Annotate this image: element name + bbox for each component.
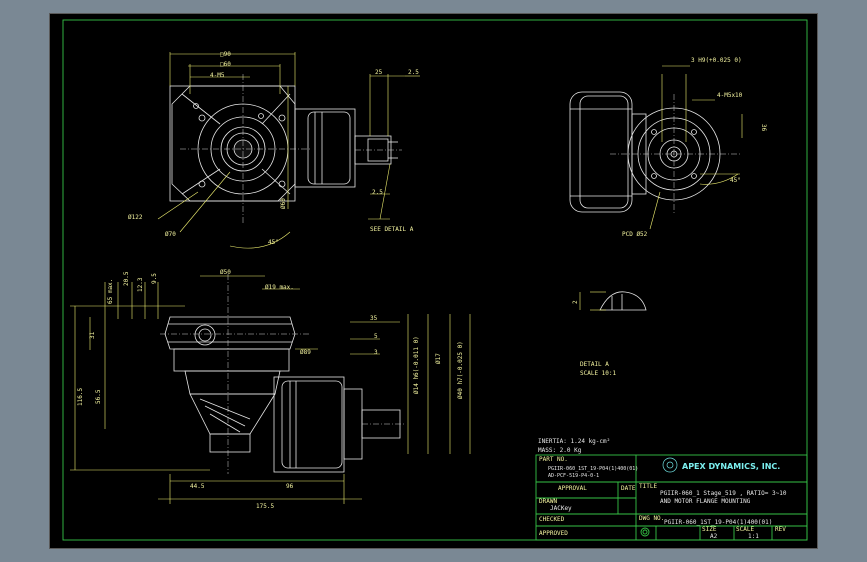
- detail-label: DETAIL A: [580, 361, 609, 368]
- dim-d89: Ø89: [300, 349, 311, 356]
- drawing-border: [62, 19, 808, 541]
- dim-w25a: 25: [375, 69, 383, 76]
- dim-l1755: 175.5: [256, 503, 274, 510]
- spec-mass: MASS: 2.0 Kg: [538, 447, 582, 454]
- dim-d50: Ø50: [220, 269, 231, 276]
- tb-drawn-value: JACKey: [550, 505, 572, 512]
- dim-h31: 31: [89, 331, 96, 339]
- tb-dwg-label: DWG NO.: [639, 515, 664, 522]
- tb-size-value: A2: [710, 533, 718, 540]
- dim-l3: 3: [374, 349, 378, 356]
- dim-d40: Ø40 h7(-0.025 0): [457, 341, 464, 399]
- tb-rev-label: REV: [775, 526, 786, 533]
- cad-drawing: □90 □60 4-M5 Ø122 Ø70 Ø60 45° 25 2.5 2.5…: [62, 19, 808, 541]
- tb-part-no-label: PART NO.: [539, 456, 568, 463]
- tb-company: APEX DYNAMICS, INC.: [682, 462, 780, 471]
- front-view: □90 □60 4-M5 Ø122 Ø70 Ø60 45° 25 2.5 2.5…: [128, 51, 420, 249]
- dim-sq90: □90: [220, 51, 231, 58]
- tb-dwg-no: PGIIR-060_1ST_19-P04(1)400(01): [664, 519, 772, 526]
- dim-motor-holes: 4-M5x10: [717, 92, 743, 99]
- dim-w25c: 2.5: [372, 189, 383, 196]
- dim-pcd: PCD Ø52: [622, 231, 648, 238]
- dim-angle45-side: 45°: [730, 177, 741, 184]
- dim-angle45-front: 45°: [268, 239, 279, 246]
- title-block: PART NO. PGIIR-060_1ST_19-P04(1)400(01) …: [535, 454, 808, 541]
- dim-h205: 20.5: [123, 271, 130, 286]
- tb-part-no-line2: AD-PCF-519-P4-0-1: [548, 473, 599, 479]
- tb-title-line2: AND MOTOR FLANGE MOUNTING: [660, 498, 751, 505]
- dim-d122: Ø122: [128, 214, 143, 221]
- tb-scale-value: 1:1: [748, 533, 759, 540]
- tb-size-label: SIZE: [702, 526, 717, 533]
- detail-a: 2 DETAIL A SCALE 10:1: [572, 291, 647, 377]
- dim-l445: 44.5: [190, 483, 205, 490]
- tb-drawn-label: DRAWN: [539, 498, 557, 505]
- dim-w25b: 2.5: [408, 69, 419, 76]
- dim-d14: Ø14 h6(-0.011 0): [413, 336, 420, 394]
- tb-approved-label: APPROVED: [539, 530, 568, 537]
- detail-dim-h: 2: [572, 300, 579, 304]
- dim-d17: Ø17: [435, 353, 442, 364]
- dim-h95: 9.5: [151, 273, 158, 284]
- dim-h65max: 65 max.: [107, 279, 114, 304]
- right-view: 3 H9(+0.025 0) 4-M5x10 36 45° PCD Ø52: [569, 57, 767, 238]
- spec-inertia: INERTIA: 1.24 kg-cm²: [538, 438, 610, 445]
- dim-h565: 56.5: [95, 389, 102, 404]
- dim-sq60: □60: [220, 61, 231, 68]
- dim-h1165: 116.5: [77, 388, 84, 406]
- see-detail-a: SEE DETAIL A: [370, 226, 414, 233]
- tb-title-line1: PGIIR-060_1 Stage_519 , RATIO= 3~10: [660, 490, 787, 497]
- tb-title-label: TITLE: [639, 483, 657, 490]
- dim-tap-holes: 4-M5: [210, 72, 225, 79]
- tb-scale-label: SCALE: [736, 526, 754, 533]
- dim-h123: 12.3: [137, 277, 144, 292]
- dim-d60: Ø60: [280, 198, 287, 209]
- detail-scale: SCALE 10:1: [580, 370, 617, 377]
- dim-d70: Ø70: [165, 231, 176, 238]
- dim-d19max: Ø19 max.: [265, 284, 294, 291]
- dim-key-top: 3 H9(+0.025 0): [691, 57, 742, 64]
- tb-checked-label: CHECKED: [539, 516, 565, 523]
- drawing-sheet: □90 □60 4-M5 Ø122 Ø70 Ø60 45° 25 2.5 2.5…: [49, 13, 818, 549]
- section-view: 116.5 31 56.5 65 max. 20.5 12.3 9.5 Ø50 …: [70, 269, 471, 510]
- tb-part-no-line1: PGIIR-060_1ST_19-P04(1)400(01): [548, 466, 638, 472]
- tb-approval-label: APPROVAL: [558, 485, 587, 492]
- dim-l35: 35: [370, 315, 378, 322]
- dim-l96: 96: [286, 483, 294, 490]
- dim-h36: 36: [760, 124, 767, 132]
- tb-date-label: DATE: [621, 485, 636, 492]
- dim-l5: 5: [374, 333, 378, 340]
